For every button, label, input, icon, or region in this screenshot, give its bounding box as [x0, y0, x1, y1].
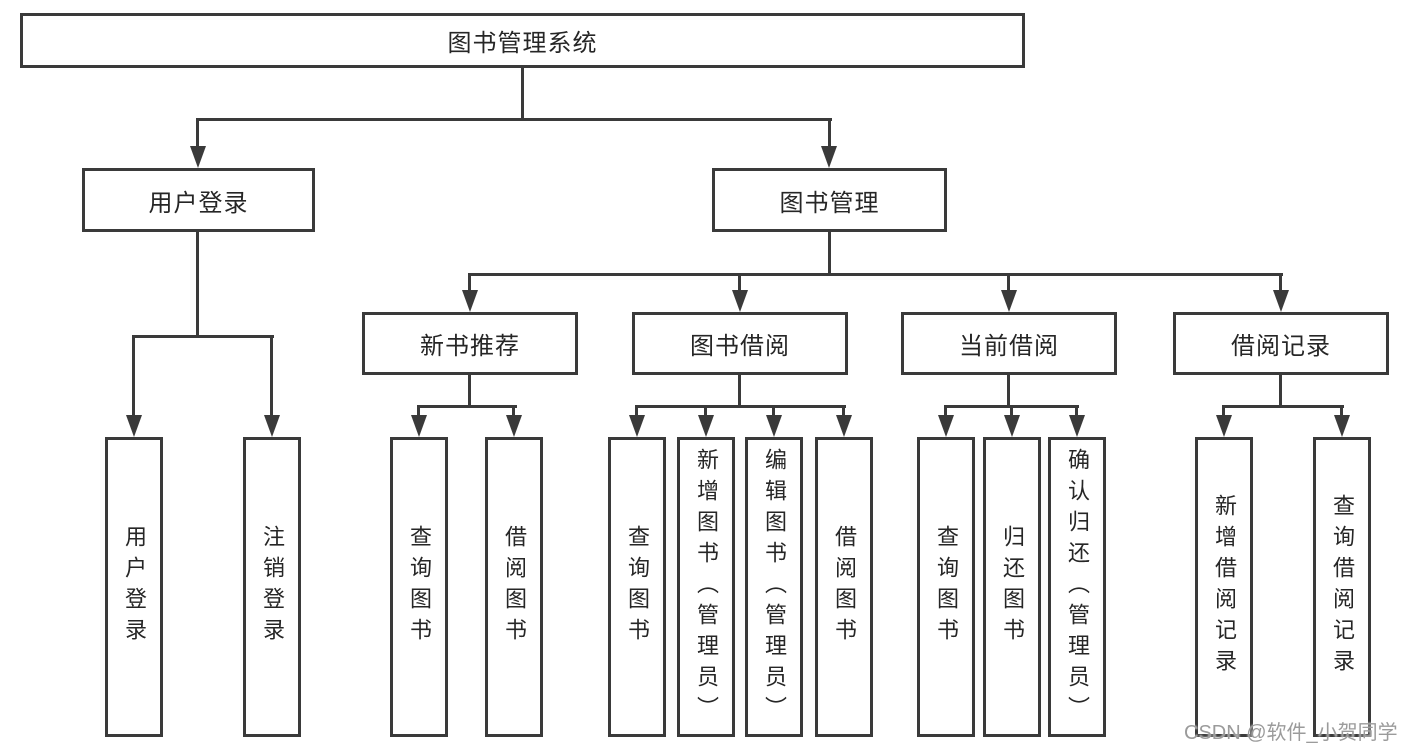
node-leaf-borrow-books-recommend: 借阅图书 [485, 437, 543, 737]
node-label: 用户登录 [122, 525, 147, 649]
arrow-down [1001, 290, 1017, 312]
node-book-management: 图书管理 [712, 168, 947, 232]
edge-line [1279, 273, 1282, 293]
node-label: 图书管理系统 [447, 30, 598, 57]
node-leaf-query-books-current: 查询图书 [917, 437, 975, 737]
arrow-down [1069, 415, 1085, 437]
node-leaf-query-books-borrowing: 查询图书 [608, 437, 666, 737]
edge-line [1010, 405, 1013, 418]
arrow-down [1273, 290, 1289, 312]
node-leaf-return-books: 归还图书 [983, 437, 1041, 737]
node-label: 借阅图书 [832, 525, 857, 649]
node-label: 查询图书 [934, 525, 959, 649]
edge-line [828, 232, 831, 275]
node-leaf-add-borrow-record: 新增借阅记录 [1195, 437, 1253, 737]
edge-line [635, 405, 846, 408]
edge-line [704, 405, 707, 418]
arrow-down [190, 146, 206, 168]
edge-line [270, 335, 273, 417]
arrow-down [126, 415, 142, 437]
edge-line [417, 405, 517, 408]
watermark: CSDN @软件_小贺同学 [1184, 722, 1398, 744]
node-label: 归还图书 [1000, 525, 1025, 649]
arrow-down [938, 415, 954, 437]
edge-line [512, 405, 515, 418]
node-library-management-system: 图书管理系统 [20, 13, 1025, 68]
node-new-book-recommend: 新书推荐 [362, 312, 578, 375]
edge-line [944, 405, 947, 418]
edge-line [196, 232, 199, 337]
edge-line [1279, 375, 1282, 407]
node-user-login: 用户登录 [82, 168, 315, 232]
arrow-down [629, 415, 645, 437]
node-label: 新增借阅记录 [1212, 494, 1237, 680]
node-label: 图书管理 [779, 189, 880, 217]
node-label: 注销登录 [260, 525, 285, 649]
edge-line [1222, 405, 1225, 418]
node-label: 查询图书 [625, 525, 650, 649]
edge-line [842, 405, 845, 418]
arrow-down [462, 290, 478, 312]
edge-line [828, 118, 831, 150]
node-label: 新书推荐 [420, 333, 520, 360]
arrow-down [1334, 415, 1350, 437]
edge-line [772, 405, 775, 418]
node-leaf-query-borrow-record: 查询借阅记录 [1313, 437, 1371, 737]
node-label: 确认归还（管理员） [1065, 447, 1090, 727]
edge-line [196, 118, 832, 121]
node-leaf-user-login: 用户登录 [105, 437, 163, 737]
node-leaf-borrow-books-borrowing: 借阅图书 [815, 437, 873, 737]
edge-line [738, 273, 741, 293]
node-leaf-add-books-admin: 新增图书（管理员） [677, 437, 735, 737]
edge-line [468, 273, 1283, 276]
arrow-down [821, 146, 837, 168]
node-label: 查询借阅记录 [1330, 494, 1355, 680]
edge-line [1007, 375, 1010, 407]
edge-line [1340, 405, 1343, 418]
edge-line [132, 335, 274, 338]
arrow-down [698, 415, 714, 437]
node-label: 用户登录 [148, 189, 249, 217]
edge-line [1007, 273, 1010, 293]
arrow-down [732, 290, 748, 312]
arrow-down [411, 415, 427, 437]
node-label: 编辑图书（管理员） [762, 447, 787, 727]
edge-line [521, 68, 524, 118]
node-leaf-logout: 注销登录 [243, 437, 301, 737]
node-leaf-confirm-return-admin: 确认归还（管理员） [1048, 437, 1106, 737]
edge-line [1075, 405, 1078, 418]
node-label: 借阅图书 [502, 525, 527, 649]
edge-line [132, 335, 135, 417]
node-leaf-query-books-recommend: 查询图书 [390, 437, 448, 737]
node-label: 当前借阅 [959, 333, 1059, 360]
arrow-down [766, 415, 782, 437]
node-label: 新增图书（管理员） [694, 447, 719, 727]
arrow-down [836, 415, 852, 437]
edge-line [635, 405, 638, 418]
node-book-borrowing: 图书借阅 [632, 312, 848, 375]
arrow-down [264, 415, 280, 437]
edge-line [196, 118, 199, 150]
node-label: 借阅记录 [1231, 333, 1331, 360]
node-label: 查询图书 [407, 525, 432, 649]
edge-line [468, 375, 471, 407]
arrow-down [1004, 415, 1020, 437]
node-leaf-edit-books-admin: 编辑图书（管理员） [745, 437, 803, 737]
node-current-borrowing: 当前借阅 [901, 312, 1117, 375]
edge-line [468, 273, 471, 293]
node-borrowing-records: 借阅记录 [1173, 312, 1389, 375]
edge-line [1222, 405, 1344, 408]
edge-line [738, 375, 741, 407]
edge-line [417, 405, 420, 418]
node-label: 图书借阅 [690, 333, 790, 360]
arrow-down [1216, 415, 1232, 437]
arrow-down [506, 415, 522, 437]
